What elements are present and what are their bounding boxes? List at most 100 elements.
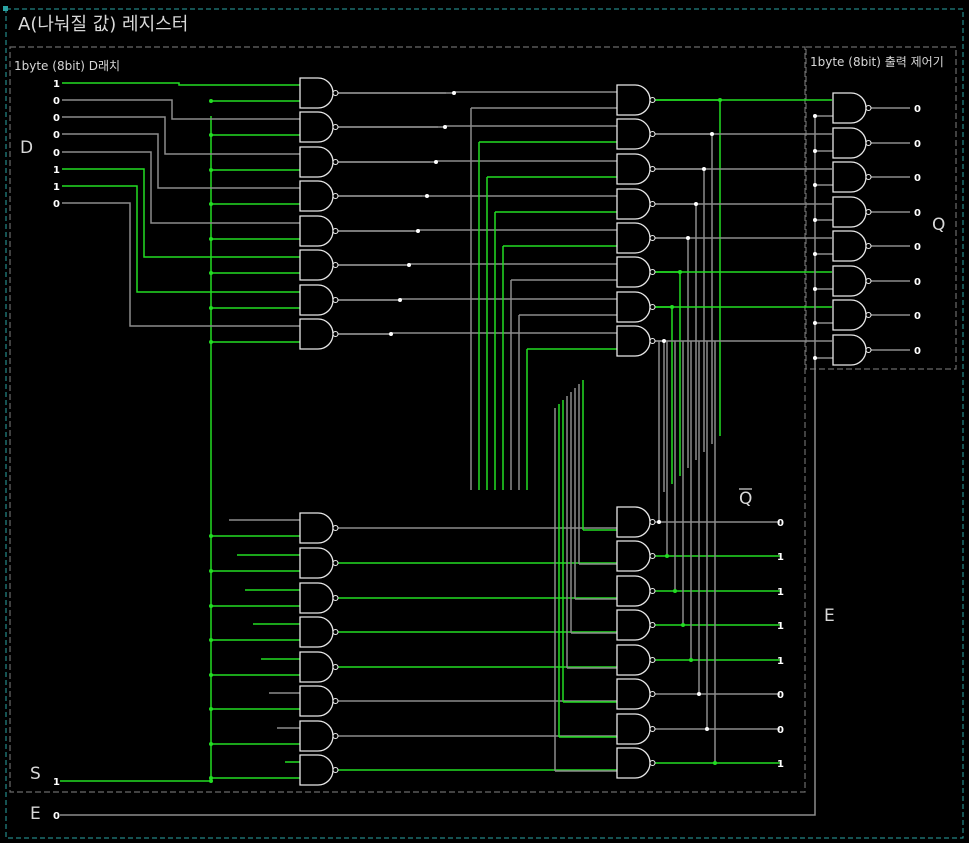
- junction-dot: [209, 133, 213, 137]
- junction-dot: [718, 98, 722, 102]
- gates: [299, 77, 872, 786]
- junction-dot: [209, 534, 213, 538]
- junction-dot: [705, 727, 709, 731]
- junction-dot: [434, 160, 438, 164]
- latch-gate-q: [616, 118, 656, 150]
- junction-dot: [665, 554, 669, 558]
- junction-dot: [209, 742, 213, 746]
- and-gate-output: [832, 299, 872, 331]
- latch-label: 1byte (8bit) D래치: [14, 59, 120, 73]
- output-controller-label: 1byte (8bit) 출력 제어기: [810, 55, 944, 69]
- s-input-value: 1: [53, 777, 60, 788]
- and-gate-output: [832, 196, 872, 228]
- data-input-wire: [62, 168, 300, 258]
- and-gate-input-inverted: [299, 651, 339, 683]
- and-gate-input: [299, 77, 339, 109]
- junction-dot: [209, 202, 213, 206]
- and-gate-input-inverted: [299, 685, 339, 717]
- junction-dot: [813, 218, 817, 222]
- register-title: A(나눠질 값) 레지스터: [18, 14, 188, 35]
- qbar-output-value: 1: [777, 656, 784, 667]
- junction-dot: [209, 99, 213, 103]
- qbar-output-value: 0: [777, 690, 784, 701]
- latch-gate-q: [616, 84, 656, 116]
- port-label-s: S: [30, 764, 41, 784]
- d-input-value: 0: [53, 199, 60, 210]
- junction-dot: [813, 149, 817, 153]
- junction-dot: [407, 263, 411, 267]
- latch-gate-qbar: [616, 644, 656, 676]
- qbar-output-value: 1: [777, 621, 784, 632]
- and-gate-output: [832, 127, 872, 159]
- junction-dot: [209, 306, 213, 310]
- latch-gate-q: [616, 153, 656, 185]
- and-gate-input-inverted: [299, 512, 339, 544]
- and-gate-input-inverted: [299, 616, 339, 648]
- and-gate-output: [832, 230, 872, 262]
- junction-dot: [670, 305, 674, 309]
- junction-dot: [702, 167, 706, 171]
- and-gate-input: [299, 215, 339, 247]
- latch-gate-qbar: [616, 713, 656, 745]
- junction-dot: [209, 271, 213, 275]
- and-gate-input: [299, 318, 339, 350]
- qbar-output-value: 1: [777, 759, 784, 770]
- data-input-wire: [62, 99, 300, 120]
- data-input-wire: [62, 82, 300, 86]
- d-input-value: 0: [53, 148, 60, 159]
- junction-dot: [209, 673, 213, 677]
- q-output-value: 0: [914, 242, 921, 253]
- junction-dot: [389, 332, 393, 336]
- port-label-q: Q: [932, 215, 945, 235]
- and-gate-input-inverted: [299, 547, 339, 579]
- junction-dot: [209, 569, 213, 573]
- enable-bus: [60, 116, 816, 816]
- and-gate-output: [832, 265, 872, 297]
- junction-dot: [398, 298, 402, 302]
- and-gate-output: [832, 334, 872, 366]
- latch-gate-qbar: [616, 540, 656, 572]
- junction-dot: [209, 776, 213, 780]
- junction-dot: [209, 237, 213, 241]
- q-output-value: 0: [914, 104, 921, 115]
- and-gate-input-inverted: [299, 720, 339, 752]
- wires: [60, 82, 910, 816]
- latch-gate-q: [616, 291, 656, 323]
- junction-dot: [713, 761, 717, 765]
- latch-gate-qbar: [616, 506, 656, 538]
- port-label-e-right: E: [824, 606, 835, 626]
- latch-gate-q: [616, 222, 656, 254]
- and-gate-input-inverted: [299, 754, 339, 786]
- junction-dot: [209, 707, 213, 711]
- data-input-wire: [62, 116, 300, 155]
- and-gate-input: [299, 249, 339, 281]
- d-input-value: 0: [53, 130, 60, 141]
- and-gate-input: [299, 284, 339, 316]
- junction-dot: [209, 604, 213, 608]
- qbar-output-value: 1: [777, 587, 784, 598]
- junction-dot: [681, 623, 685, 627]
- d-input-value: 1: [53, 182, 60, 193]
- latch-gate-q: [616, 325, 656, 357]
- latch-gate-q: [616, 188, 656, 220]
- and-gate-output: [832, 161, 872, 193]
- register-frame: [5, 8, 964, 839]
- e-input-value: 0: [53, 811, 60, 822]
- q-output-value: 0: [914, 311, 921, 322]
- qbar-output-value: 0: [777, 518, 784, 529]
- and-gate-output: [832, 92, 872, 124]
- d-input-value: 0: [53, 113, 60, 124]
- junctions: [209, 91, 817, 783]
- junction-dot: [443, 125, 447, 129]
- junction-dot: [678, 270, 682, 274]
- latch-gate-qbar: [616, 678, 656, 710]
- q-output-value: 0: [914, 173, 921, 184]
- output-controller-box: [805, 46, 957, 370]
- junction-dot: [813, 252, 817, 256]
- junction-dot: [425, 194, 429, 198]
- junction-dot: [209, 638, 213, 642]
- junction-dot: [452, 91, 456, 95]
- q-output-value: 0: [914, 277, 921, 288]
- data-input-wire: [62, 185, 300, 293]
